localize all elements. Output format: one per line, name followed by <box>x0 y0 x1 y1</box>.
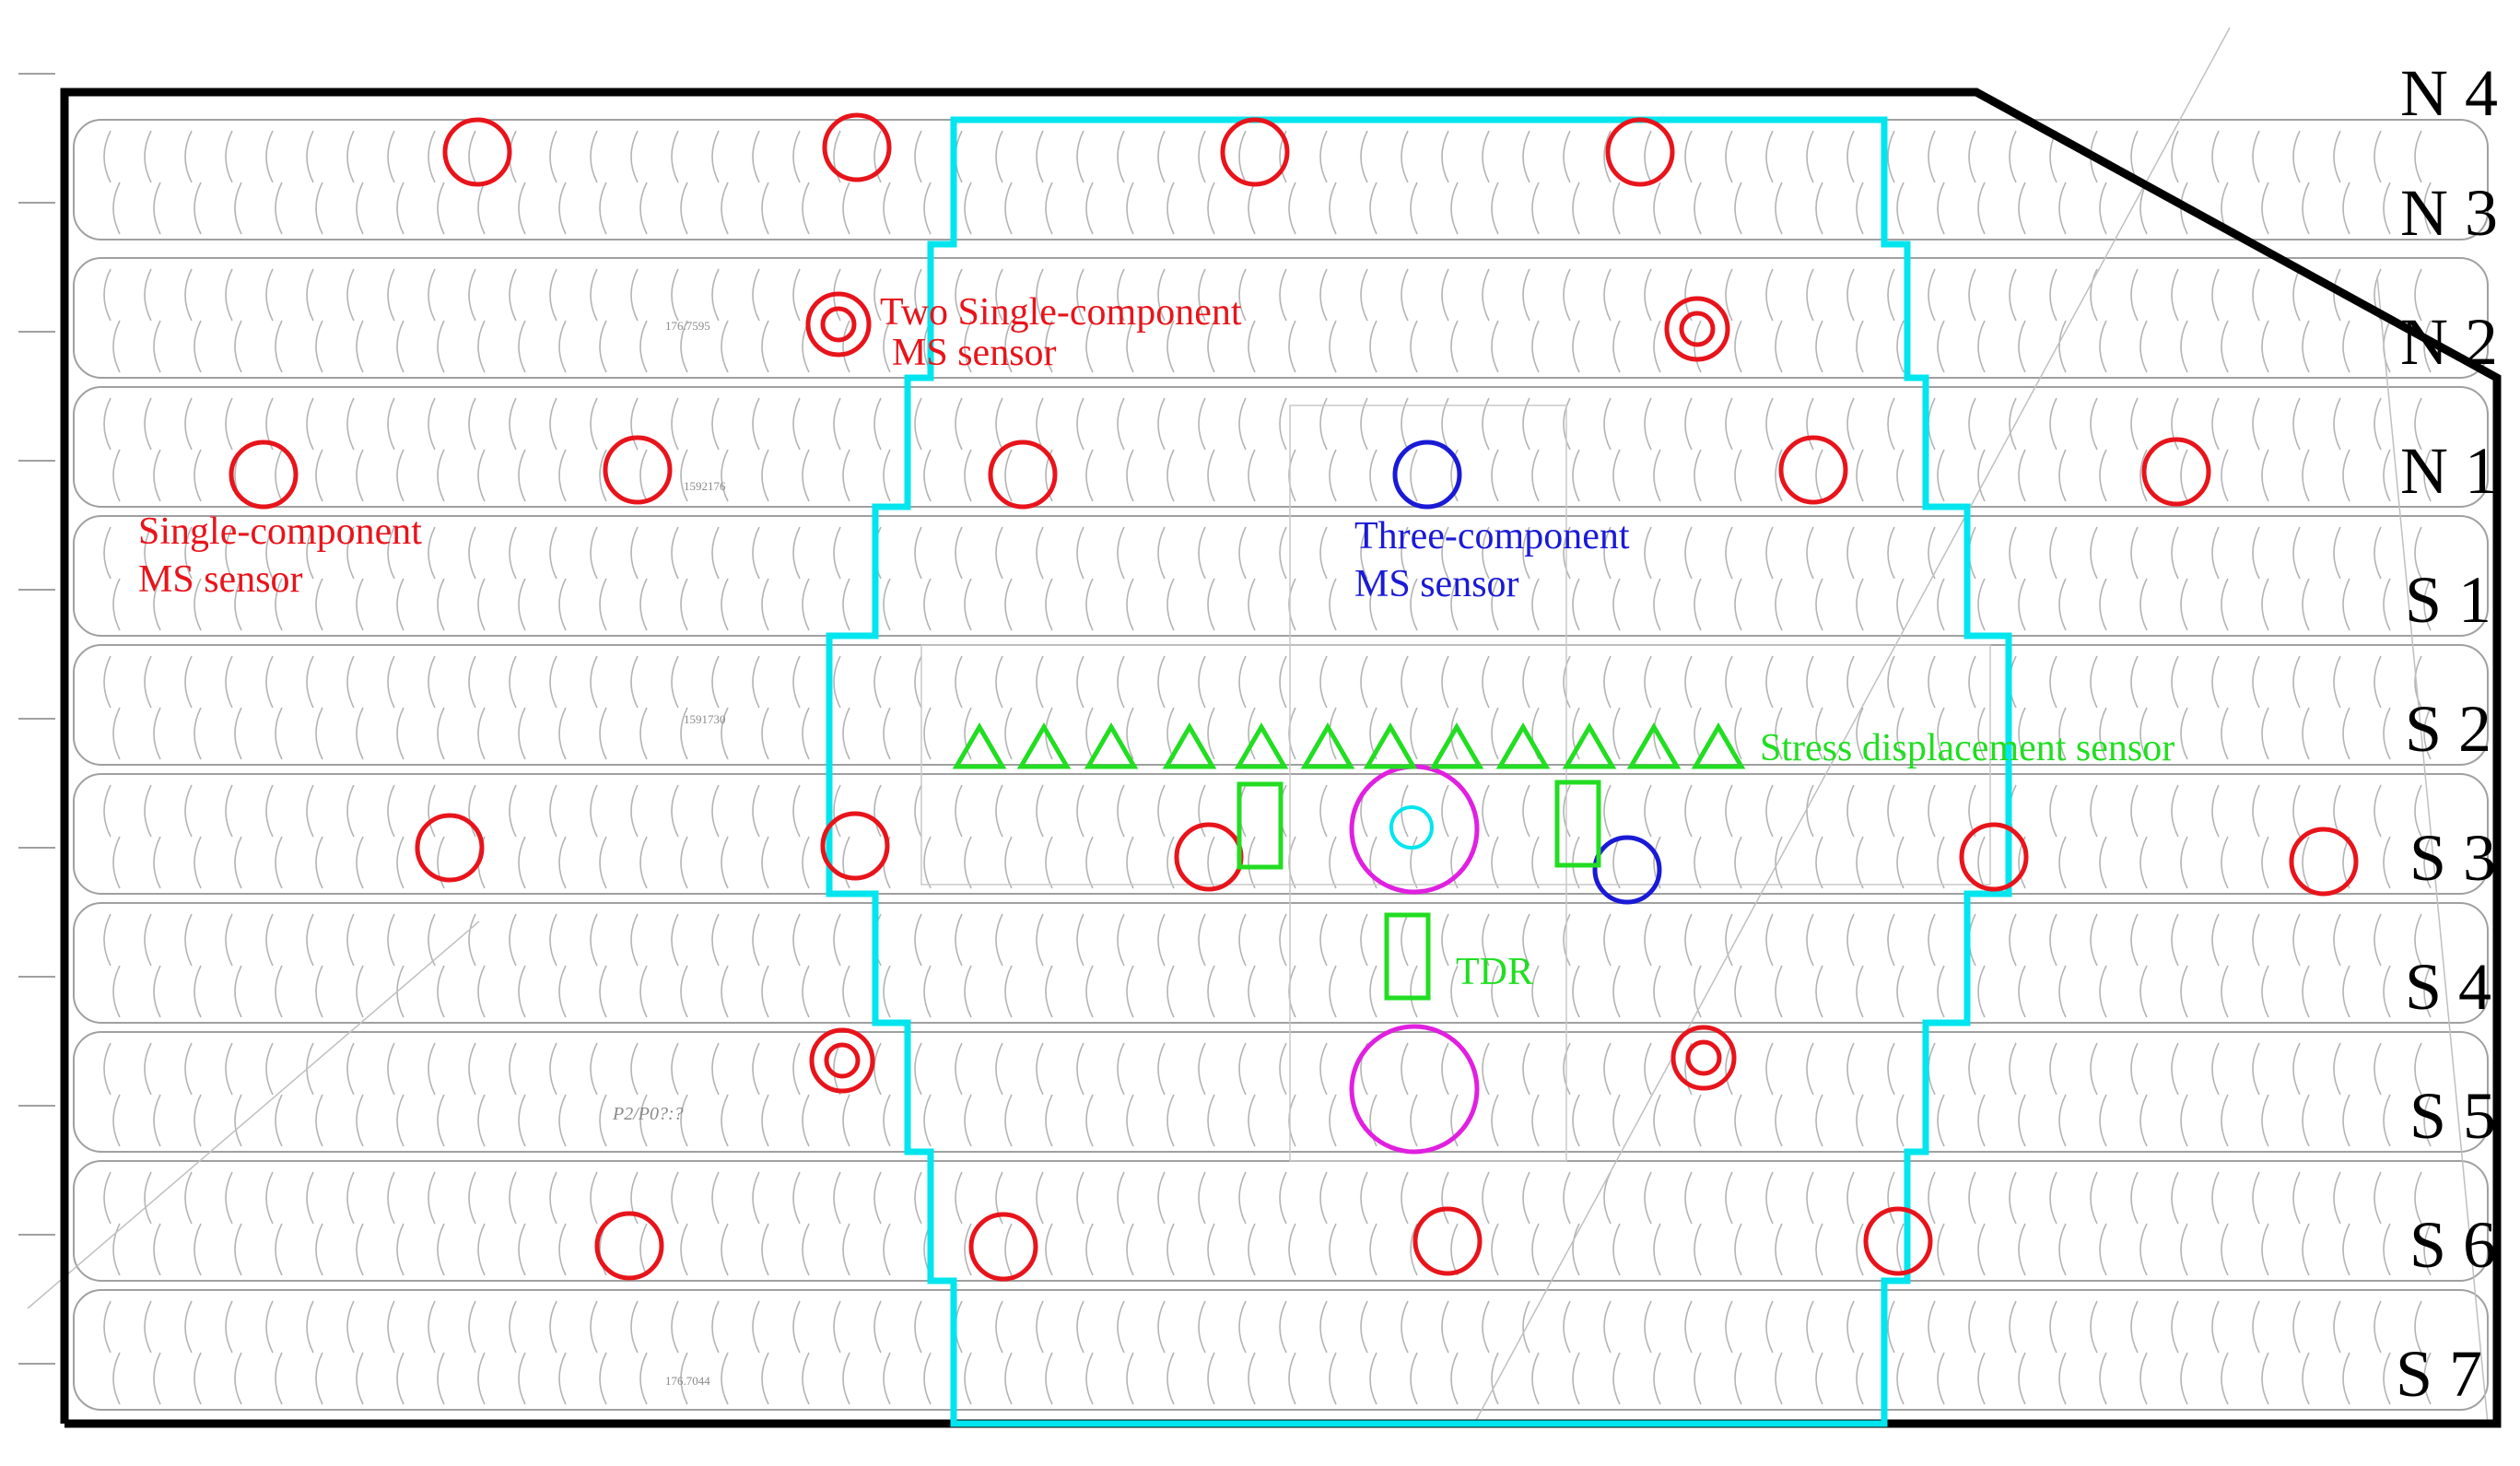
single-component-sensor <box>2289 827 2359 897</box>
shaft-circle-lower <box>1349 1024 1480 1155</box>
faint-line <box>1473 27 2231 1425</box>
tdr-rect <box>1237 781 1283 870</box>
single-label-line2: MS sensor <box>138 558 303 601</box>
single-component-sensor <box>442 117 512 187</box>
single-component-sensor <box>820 811 890 881</box>
row-label-s5: S 5 <box>2409 1079 2496 1153</box>
row-label-n4: N 4 <box>2400 56 2498 130</box>
row-label-n1: N 1 <box>2400 434 2498 508</box>
single-component-sensor <box>415 813 485 883</box>
single-component-sensor <box>968 1212 1038 1282</box>
stress-displacement-sensor <box>1363 722 1418 769</box>
annotations: Two Single-component MS sensor Single-co… <box>138 291 2174 993</box>
stress-displacement-sensors <box>952 722 1746 769</box>
stress-displacement-sensor <box>1300 722 1355 769</box>
single-component-sensor <box>229 440 299 510</box>
background-drawing <box>18 27 2489 1425</box>
shaft-center-cyan <box>1389 805 1434 850</box>
single-component-sensor <box>603 435 673 505</box>
panel-boundary-outline <box>60 88 2502 1428</box>
stress-displacement-sensor <box>1084 722 1139 769</box>
single-component-sensor <box>2141 437 2211 507</box>
single-component-sensor <box>1412 1206 1483 1276</box>
row-labels: N 4 N 3 N 2 N 1 S 1 S 2 S 3 S 4 S 5 S 6 … <box>2396 56 2498 1411</box>
stress-displacement-sensor <box>952 722 1007 769</box>
two-single-component-sensor <box>805 291 872 358</box>
single-component-sensor <box>1220 117 1290 187</box>
bg-label-2: 1592176 <box>684 479 726 493</box>
single-component-sensor <box>1863 1206 1933 1276</box>
stress-displacement-sensor <box>1626 722 1682 769</box>
tdr-label: TDR <box>1456 951 1533 993</box>
roadway-row <box>73 515 2489 637</box>
tdr-markers <box>1237 780 1601 1001</box>
two-single-component-sensor <box>809 1027 875 1094</box>
background-labels: 176.7595 1592176 1591730 176.7044 P2/P0?… <box>612 319 726 1388</box>
stress-displacement-sensor <box>1162 722 1217 769</box>
bg-label-4: 176.7044 <box>665 1374 710 1388</box>
single-component-sensor <box>1959 822 2029 892</box>
roadway-hatching <box>103 1171 2432 1276</box>
stress-displacement-sensor <box>1495 722 1551 769</box>
faint-line <box>27 921 480 1309</box>
three-label-line1: Three-component <box>1354 515 1630 557</box>
bg-label-5: P2/P0?:? <box>612 1104 684 1124</box>
row-label-s7: S 7 <box>2396 1337 2482 1411</box>
row-label-s6: S 6 <box>2409 1208 2496 1282</box>
mining-area-outline <box>826 116 2012 1427</box>
roadway-row <box>73 773 2489 895</box>
single-component-sensor <box>1605 117 1675 187</box>
single-component-sensor <box>988 440 1058 510</box>
two-single-component-sensors <box>805 291 1737 1094</box>
stress-displacement-sensor <box>1691 722 1746 769</box>
roadway-row <box>73 1289 2489 1411</box>
row-label-s4: S 4 <box>2405 950 2491 1024</box>
three-component-sensors <box>1392 440 1662 905</box>
roadway-row <box>73 386 2489 508</box>
stress-label: Stress displacement sensor <box>1760 727 2174 769</box>
single-component-sensor <box>1778 435 1848 505</box>
single-component-sensors <box>229 112 2359 1282</box>
single-component-sensor <box>822 112 892 182</box>
tdr-rect <box>1554 780 1601 868</box>
roadway-row <box>73 1160 2489 1282</box>
stress-displacement-sensor <box>1562 722 1617 769</box>
row-label-s2: S 2 <box>2405 692 2491 766</box>
stress-displacement-sensor <box>1234 722 1289 769</box>
two-single-label-line1: Two Single-component <box>880 291 1242 334</box>
row-label-s1: S 1 <box>2405 563 2491 637</box>
row-label-n2: N 2 <box>2400 305 2498 379</box>
two-single-component-sensor <box>1670 1025 1737 1091</box>
single-component-sensor <box>594 1211 664 1281</box>
two-single-component-sensor <box>1664 296 1730 362</box>
roadway-hatching <box>103 1300 2432 1405</box>
three-component-sensor <box>1592 835 1662 905</box>
bg-label-1: 176.7595 <box>665 319 710 333</box>
row-label-s3: S 3 <box>2409 821 2496 895</box>
roadway-row <box>73 1031 2489 1153</box>
two-single-label-line2: MS sensor <box>892 332 1057 374</box>
row-label-n3: N 3 <box>2400 176 2498 250</box>
three-component-sensor <box>1392 440 1462 510</box>
construction-box <box>920 644 1991 885</box>
tdr-rect <box>1384 912 1431 1001</box>
stress-displacement-sensor <box>1429 722 1484 769</box>
roadway-hatching <box>103 655 2432 760</box>
roadway-row <box>73 257 2489 379</box>
faint-line <box>2376 276 2489 1425</box>
roadway-hatching <box>103 268 2432 373</box>
three-label-line2: MS sensor <box>1354 563 1519 605</box>
stress-displacement-sensor <box>1016 722 1072 769</box>
roadway-row <box>73 902 2489 1024</box>
single-label-line1: Single-component <box>138 510 422 553</box>
bg-label-3: 1591730 <box>684 712 726 726</box>
